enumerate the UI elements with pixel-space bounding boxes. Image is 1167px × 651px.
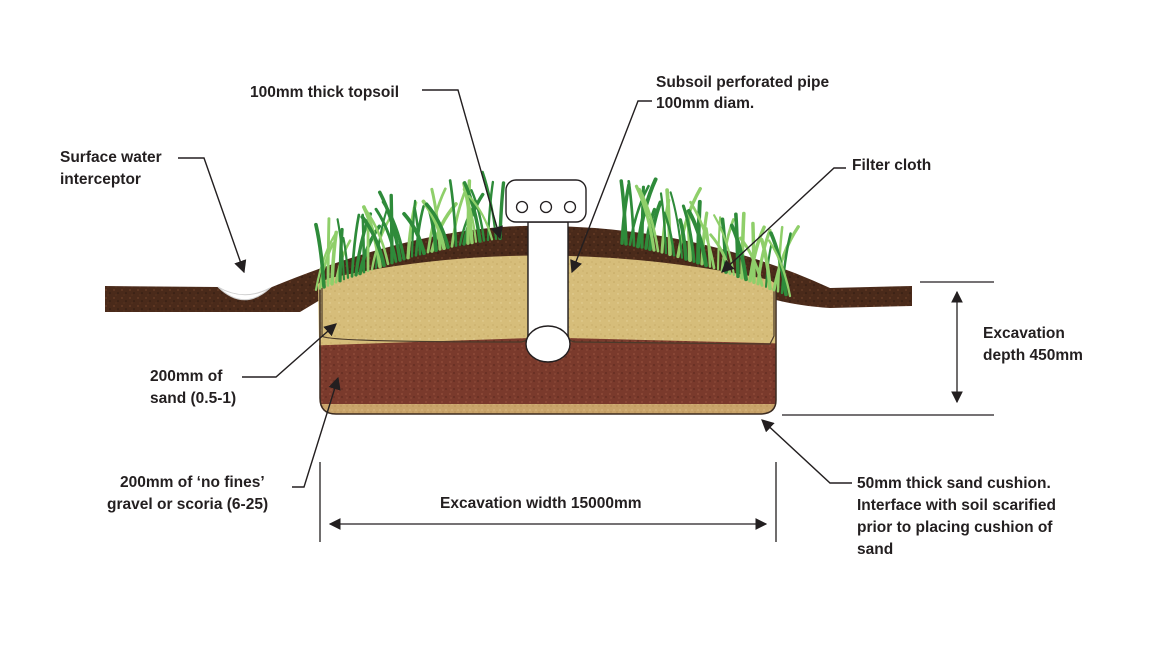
grass-blade <box>780 232 792 295</box>
grass-blade <box>665 188 672 257</box>
grass-blade <box>729 223 748 282</box>
grass-blade <box>669 191 684 259</box>
label-topsoil: 100mm thick topsoil <box>250 84 399 101</box>
grass-blade <box>638 187 660 253</box>
grass-blade <box>338 227 344 283</box>
grass-blade <box>700 211 709 266</box>
perforated-pipe <box>525 325 571 363</box>
grass-blade <box>378 190 402 262</box>
label-gravel: 200mm of ‘no fines’ gravel or scoria (6-… <box>107 474 268 513</box>
label-pipe: Subsoil perforated pipe 100mm diam. <box>656 74 833 112</box>
grass-blade <box>314 222 326 289</box>
grass-blade <box>402 212 426 256</box>
grass-blade <box>627 179 636 247</box>
grass-blade <box>462 181 482 243</box>
grass-left <box>314 170 506 291</box>
grass-blade <box>738 236 764 287</box>
inlet-hole-3 <box>563 200 577 214</box>
grass-blade <box>350 213 361 278</box>
grass-blade <box>374 207 398 263</box>
grass-blade <box>772 225 800 292</box>
grass-blade <box>767 239 792 298</box>
grass-blade <box>619 179 628 246</box>
grass-blade <box>486 180 495 242</box>
grass-right <box>619 177 800 298</box>
label-sand-cushion: 50mm thick sand cushion. Interface with … <box>857 475 1060 558</box>
leader-sand <box>242 323 337 378</box>
grass-blade <box>640 185 645 249</box>
leader-topsoil <box>422 89 503 240</box>
label-excavation-depth: Excavation depth 450mm <box>983 325 1083 364</box>
leader-pipe <box>570 100 652 274</box>
grass-blade <box>748 225 766 283</box>
grass-blade <box>360 215 386 268</box>
grass-blade <box>413 206 422 256</box>
leader-filter-cloth <box>721 167 846 273</box>
grass-blade <box>751 221 756 285</box>
grass-blade <box>381 200 406 261</box>
inlet-hole-2 <box>539 200 553 214</box>
grass-blade <box>330 230 338 286</box>
gravel-layer <box>318 338 776 406</box>
surface-water-interceptor <box>217 286 271 301</box>
leader-interceptor <box>178 157 247 274</box>
leader-cushion <box>761 419 852 484</box>
grass-blade <box>689 200 716 270</box>
grass-blade <box>342 236 350 279</box>
grass-blade <box>759 237 772 291</box>
grass-blade <box>361 213 366 274</box>
grass-blade <box>462 188 478 243</box>
inlet-hole-1 <box>515 200 529 214</box>
grass-blade <box>318 242 335 290</box>
leader-gravel <box>292 376 341 488</box>
label-filter-cloth: Filter cloth <box>852 157 931 174</box>
label-sand: 200mm of sand (0.5-1) <box>150 368 236 407</box>
grass-blade <box>628 184 650 246</box>
pipe-riser <box>527 221 569 343</box>
sand-cushion-layer <box>318 404 776 414</box>
label-excavation-width: Excavation width 15000mm <box>440 495 642 512</box>
grass-blade <box>756 228 772 286</box>
grass-blade <box>424 202 450 250</box>
grass-blade <box>363 207 390 266</box>
grass-blade <box>678 218 688 261</box>
grass-blade <box>716 216 722 271</box>
filter-cloth <box>319 288 777 415</box>
grass-blade <box>634 184 656 252</box>
grass-blade <box>448 179 458 247</box>
grass-blade <box>659 192 668 255</box>
grass-blade <box>648 200 663 252</box>
grass-blade <box>686 208 708 268</box>
grass-blade <box>470 189 486 242</box>
grass-blade <box>663 211 676 257</box>
grass-blade <box>681 204 696 263</box>
grass-blade <box>467 194 494 241</box>
grass-blade <box>336 218 346 281</box>
label-interceptor: Surface water interceptor <box>60 149 166 188</box>
grass-blade <box>326 217 331 287</box>
topsoil-cap <box>300 229 790 300</box>
